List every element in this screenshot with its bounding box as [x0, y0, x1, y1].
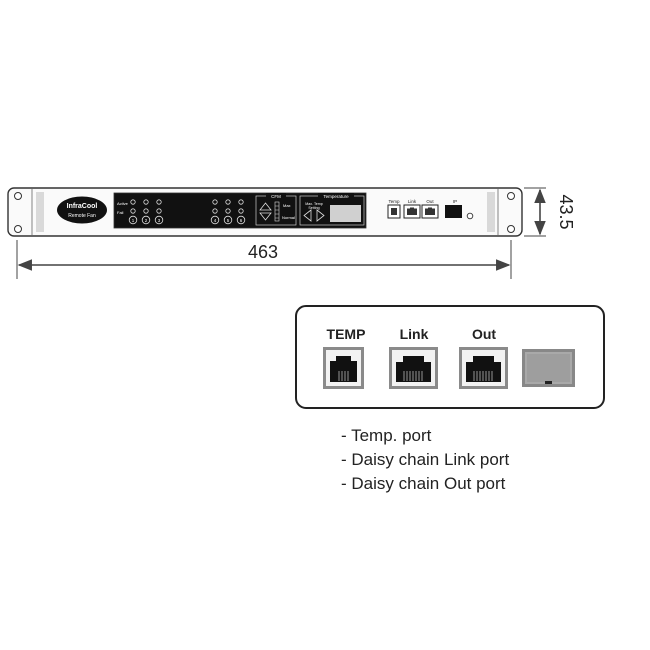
- link-port[interactable]: [389, 347, 438, 389]
- link-port-label: Link: [400, 326, 429, 342]
- temp-port[interactable]: [323, 347, 364, 389]
- svg-text:5: 5: [227, 218, 230, 223]
- active-label: Active: [117, 201, 129, 206]
- rack-mount-hole: [507, 225, 515, 233]
- svg-text:4: 4: [214, 218, 217, 223]
- width-dimension: 463: [16, 240, 512, 279]
- rack-mount-hole: [14, 225, 22, 233]
- fan-button-3[interactable]: [154, 215, 164, 225]
- svg-text:CFM: CFM: [271, 194, 281, 199]
- fan-button-5[interactable]: [223, 215, 233, 225]
- svg-text:Temp: Temp: [388, 199, 400, 204]
- fan-button-1[interactable]: [128, 215, 138, 225]
- fan-button-6[interactable]: [236, 215, 246, 225]
- panel-indicator: [466, 212, 474, 220]
- out-port[interactable]: [459, 347, 508, 389]
- logo-top-text: InfraCool: [67, 203, 98, 210]
- fail-label: Fail: [117, 210, 124, 215]
- led-group-left: [130, 199, 162, 214]
- height-dimension: 43.5: [524, 187, 576, 237]
- panel-ports: Temp Link Out IP: [387, 199, 474, 220]
- port-notes: - Temp. port - Daisy chain Link port - D…: [341, 424, 641, 496]
- svg-text:Out: Out: [426, 199, 434, 204]
- ports-detail: TEMP Link Out: [295, 305, 605, 409]
- covered-port: [522, 349, 575, 387]
- note-temp-port: - Temp. port: [341, 426, 432, 445]
- svg-text:Setting: Setting: [308, 206, 319, 210]
- svg-text:Max: Max: [283, 203, 291, 208]
- cfm-up-button[interactable]: [259, 202, 272, 211]
- svg-text:IP: IP: [453, 199, 457, 204]
- out-port-label: Out: [472, 326, 496, 342]
- svg-text:Max. Temp: Max. Temp: [305, 202, 323, 206]
- note-link-port: - Daisy chain Link port: [341, 450, 510, 469]
- handle: [487, 192, 495, 232]
- cfm-down-button[interactable]: [259, 212, 272, 221]
- temp-up-button[interactable]: [316, 209, 325, 222]
- panel-ip-port[interactable]: [445, 205, 462, 218]
- cfm-control: CFM Max Normal: [255, 193, 297, 226]
- svg-text:Link: Link: [408, 199, 417, 204]
- led-group-right: [212, 199, 244, 214]
- svg-text:6: 6: [240, 218, 243, 223]
- svg-text:2: 2: [145, 218, 148, 223]
- temp-port-label: TEMP: [327, 326, 366, 342]
- rack-mount-hole: [507, 192, 515, 200]
- logo-bottom-text: Remote Fan: [68, 213, 96, 219]
- infracool-logo: [57, 196, 107, 224]
- temp-down-button[interactable]: [303, 209, 312, 222]
- svg-text:Normal: Normal: [282, 215, 295, 220]
- svg-text:3: 3: [158, 218, 161, 223]
- width-value: 463: [248, 242, 278, 262]
- cfm-level-bar: [274, 201, 280, 222]
- fan-buttons-left: 1 2 3: [128, 215, 164, 225]
- temperature-control: Temperature Max. Temp Setting: [299, 193, 365, 226]
- front-panel: InfraCool Remote Fan Active Fail 1 2 3: [7, 187, 523, 237]
- handle: [36, 192, 44, 232]
- svg-text:1: 1: [132, 218, 135, 223]
- rack-mount-hole: [14, 192, 22, 200]
- fan-button-4[interactable]: [210, 215, 220, 225]
- height-value: 43.5: [556, 194, 576, 229]
- fan-button-2[interactable]: [141, 215, 151, 225]
- note-out-port: - Daisy chain Out port: [341, 474, 506, 493]
- temperature-display: [330, 205, 361, 222]
- fan-buttons-right: 4 5 6: [210, 215, 246, 225]
- svg-text:Temperature: Temperature: [323, 194, 349, 199]
